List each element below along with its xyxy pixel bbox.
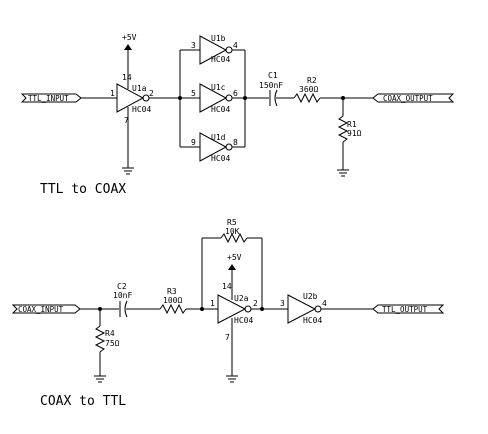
r4-value: 75Ω — [105, 339, 120, 348]
r5-value: 10K — [225, 227, 240, 236]
vcc-label-bottom: +5V — [227, 253, 242, 262]
resistor-r1: R1 91Ω — [337, 115, 362, 143]
coax-input-port: COAX_INPUT — [11, 304, 81, 314]
title-coax-to-ttl: COAX to TTL — [40, 394, 126, 409]
u1c-pin-in: 5 — [191, 89, 196, 98]
r4-name: R4 — [105, 329, 115, 338]
u2a-inverter: U2a HC04 2 14 7 — [217, 282, 258, 342]
u1b-part: HC04 — [211, 55, 230, 64]
u2b-pin-in: 3 — [280, 299, 285, 308]
u1a-part: HC04 — [132, 105, 151, 114]
u1d-inverter: 9 U1d HC04 8 — [191, 132, 238, 163]
capacitor-c2: C2 10nF — [113, 282, 132, 318]
r3-name: R3 — [167, 287, 177, 296]
u1a-inverter: U1a HC04 2 14 7 — [116, 73, 154, 125]
ttl-input-port-label: TTL_INPUT — [28, 94, 69, 103]
r2-value: 360Ω — [299, 85, 318, 94]
u2a-part: HC04 — [234, 316, 253, 325]
u1d-part: HC04 — [211, 154, 230, 163]
u2a-name: U2a — [234, 294, 249, 303]
u1b-inverter: 3 U1b HC04 4 — [191, 34, 238, 65]
u1b-pin-out: 4 — [233, 41, 238, 50]
u1a-pin-gnd: 7 — [124, 116, 129, 125]
ttl-input-port: TTL_INPUT — [20, 93, 82, 103]
resistor-r5: R5 10K — [220, 218, 248, 244]
u1a-name: U1a — [132, 84, 147, 93]
u1b-name: U1b — [211, 34, 226, 43]
u1a-pin-out: 2 — [149, 89, 154, 98]
coax-output-port: COAX_OUTPUT — [372, 93, 455, 103]
resistor-r4: R4 75Ω — [94, 325, 120, 353]
resistor-r2: R2 360Ω — [293, 76, 321, 104]
r2-name: R2 — [307, 76, 317, 85]
ttl-output-port: TTL_OUTPUT — [372, 304, 445, 314]
u1c-name: U1c — [211, 83, 226, 92]
ground-symbol-u1a — [122, 107, 134, 175]
u1d-pin-in: 9 — [191, 138, 196, 147]
ground-symbol-r1 — [337, 142, 349, 177]
u1d-name: U1d — [211, 133, 226, 142]
ttl-to-coax-circuit: TTL_INPUT 1 U1a HC04 2 14 7 +5V — [20, 33, 455, 197]
ground-symbol-u2a — [226, 318, 238, 383]
u2a-pin-in: 1 — [210, 299, 215, 308]
ttl-output-port-label: TTL_OUTPUT — [382, 305, 428, 314]
u1a-pin-in: 1 — [110, 89, 115, 98]
u1c-pin-out: 6 — [233, 89, 238, 98]
u2b-pin-out: 4 — [322, 299, 327, 308]
u2b-part: HC04 — [303, 316, 322, 325]
ground-symbol-r4 — [94, 352, 106, 383]
coax-to-ttl-circuit: COAX_INPUT R4 75Ω C2 10nF R3 1 — [11, 218, 445, 409]
vcc-symbol-bottom: +5V — [227, 253, 242, 300]
vcc-symbol-top: +5V — [122, 33, 137, 89]
u2a-pin-out: 2 — [253, 299, 258, 308]
u1b-pin-in: 3 — [191, 41, 196, 50]
r1-value: 91Ω — [347, 129, 362, 138]
coax-input-port-label: COAX_INPUT — [18, 305, 64, 314]
vcc-label-top: +5V — [122, 33, 137, 42]
c2-name: C2 — [117, 282, 127, 291]
r3-value: 100Ω — [163, 296, 182, 305]
c2-value: 10nF — [113, 291, 132, 300]
u1a-pin-vcc: 14 — [122, 73, 132, 82]
u2a-pin-vcc: 14 — [222, 282, 232, 291]
c1-name: C1 — [268, 71, 278, 80]
title-ttl-to-coax: TTL to COAX — [40, 182, 126, 197]
u1d-pin-out: 8 — [233, 138, 238, 147]
u1c-part: HC04 — [211, 105, 230, 114]
resistor-r3: R3 100Ω — [159, 287, 187, 315]
r1-name: R1 — [347, 120, 357, 129]
c1-value: 150nF — [259, 81, 283, 90]
r5-name: R5 — [227, 218, 237, 227]
capacitor-c1: C1 150nF — [259, 71, 283, 107]
u2b-name: U2b — [303, 292, 318, 301]
u2a-pin-gnd: 7 — [225, 333, 230, 342]
coax-output-port-label: COAX_OUTPUT — [383, 94, 433, 103]
